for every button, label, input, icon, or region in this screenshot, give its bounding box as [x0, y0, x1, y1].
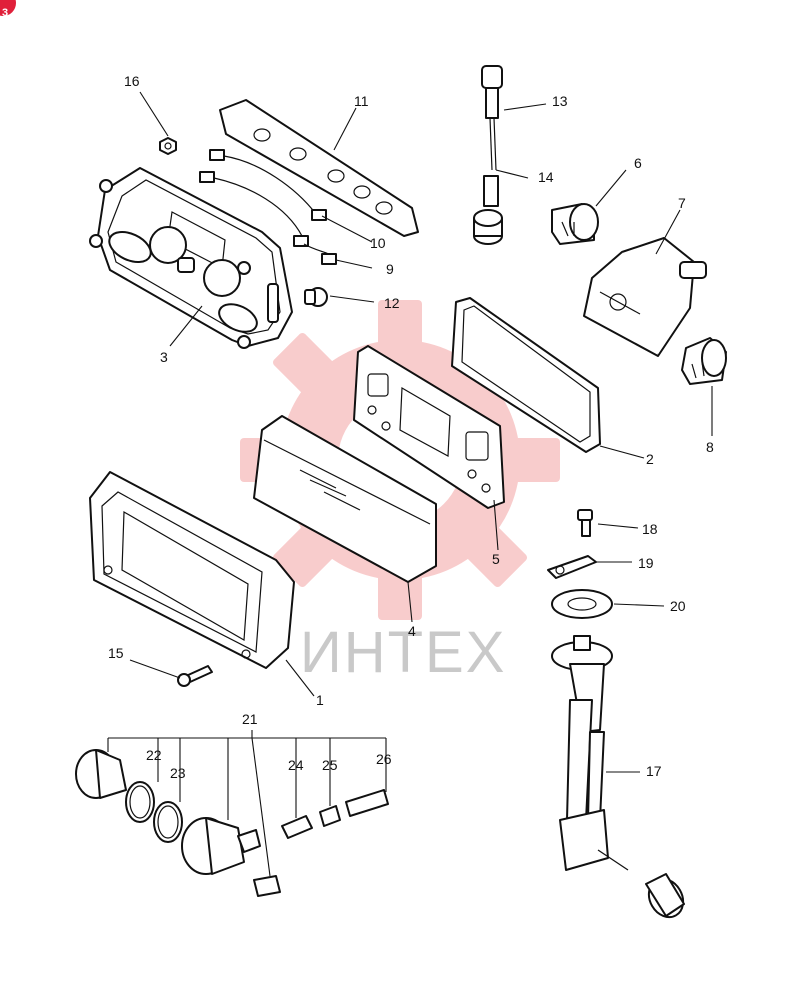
- label-1: 1: [316, 692, 324, 708]
- label-2: 2: [646, 451, 654, 467]
- part-19-clip: [547, 555, 597, 579]
- part-2-seal: [451, 297, 601, 453]
- part-18-bolt: [577, 509, 593, 537]
- label-11: 11: [354, 93, 369, 109]
- label-15: 15: [108, 645, 124, 661]
- part-12-bulb: [304, 287, 328, 307]
- label-4: 4: [408, 623, 416, 639]
- part-13-14-cable: [473, 65, 503, 245]
- part-10-wire-harness: [199, 149, 327, 247]
- label-6: 6: [634, 155, 642, 171]
- label-26: 26: [376, 751, 392, 767]
- label-7: 7: [678, 195, 686, 211]
- label-10: 10: [370, 235, 386, 251]
- label-25: 25: [322, 757, 338, 773]
- label-13: 13: [552, 93, 568, 109]
- part-7-main-gauge: [583, 237, 707, 357]
- part-11-circuit-board: [219, 99, 419, 237]
- part-21-lamp-socket-assembly: [75, 749, 389, 897]
- label-21: 21: [242, 711, 258, 727]
- label-19: 19: [638, 555, 654, 571]
- label-23: 23: [170, 765, 186, 781]
- label-5: 5: [492, 551, 500, 567]
- part-1-bezel: [89, 471, 295, 669]
- label-22: 22: [146, 747, 162, 763]
- label-18: 18: [642, 521, 658, 537]
- part-15-screw: [177, 665, 213, 687]
- part-3-instrument-housing: [89, 167, 293, 349]
- part-9-wire-connector: [303, 243, 337, 265]
- label-24: 24: [288, 757, 304, 773]
- corner-badge: 3: [0, 0, 16, 19]
- label-17: 17: [646, 763, 662, 779]
- leader-lines: [107, 91, 713, 877]
- label-14: 14: [538, 169, 554, 185]
- label-3: 3: [160, 349, 168, 365]
- part-8-small-gauge: [681, 337, 727, 385]
- label-20: 20: [670, 598, 686, 614]
- label-9: 9: [386, 261, 394, 277]
- part-17-sender-unit: [551, 635, 685, 919]
- label-16: 16: [124, 73, 140, 89]
- part-4-lens: [253, 415, 437, 583]
- part-20-gasket: [551, 589, 613, 619]
- label-12: 12: [384, 295, 400, 311]
- watermark-text: ИНТЕХ: [300, 620, 506, 685]
- part-5-panel-plate: [353, 345, 505, 509]
- part-16-nut: [159, 137, 177, 155]
- part-6-small-gauge: [551, 203, 599, 245]
- corner-badge-text: 3: [2, 7, 9, 19]
- label-8: 8: [706, 439, 714, 455]
